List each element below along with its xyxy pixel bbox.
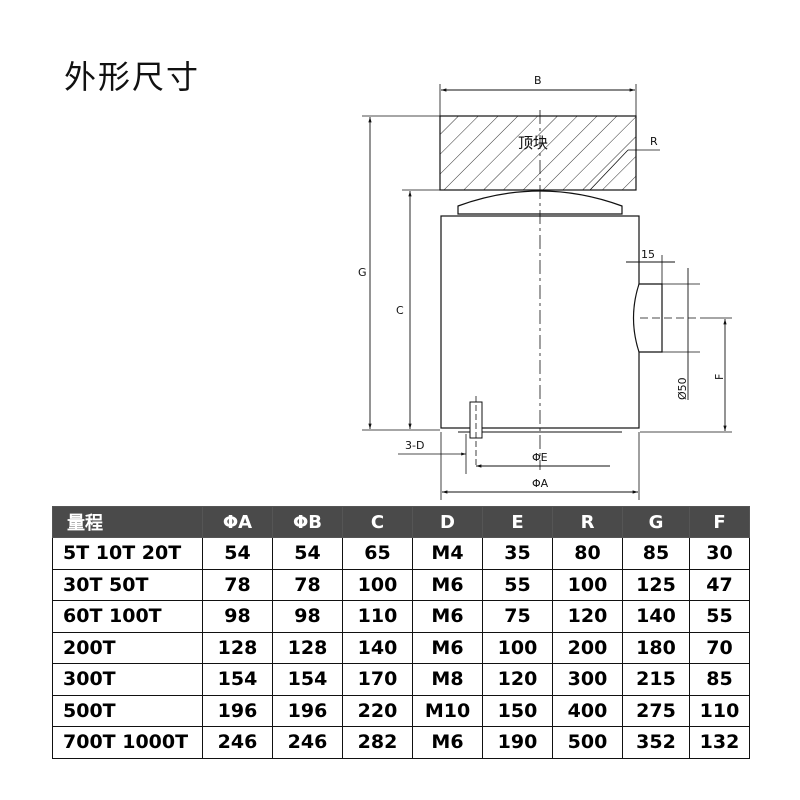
top-block	[439, 115, 637, 191]
dim-label-phia: ΦA	[532, 477, 549, 490]
cell-range: 200T	[52, 631, 203, 664]
cell-phia: 78	[202, 568, 273, 601]
header-phia: ΦA	[202, 506, 273, 538]
cell-r: 120	[552, 600, 623, 633]
cell-g: 180	[622, 631, 690, 664]
cell-phia: 196	[202, 694, 273, 727]
cell-c: 170	[342, 663, 413, 696]
cell-f: 47	[689, 568, 750, 601]
cell-phia: 154	[202, 663, 273, 696]
cell-r: 300	[552, 663, 623, 696]
cell-c: 100	[342, 568, 413, 601]
header-g: G	[622, 506, 690, 538]
table-row: 5T 10T 20T 54 54 65 M4 35 80 85 30	[52, 537, 750, 570]
dim-label-f: F	[713, 374, 726, 380]
cell-g: 352	[622, 726, 690, 759]
header-e: E	[482, 506, 553, 538]
cell-phib: 246	[272, 726, 343, 759]
cell-g: 125	[622, 568, 690, 601]
cell-phib: 196	[272, 694, 343, 727]
cell-g: 275	[622, 694, 690, 727]
cell-phia: 98	[202, 600, 273, 633]
cell-g: 85	[622, 537, 690, 570]
table-header-row: 量程 ΦA ΦB C D E R G F	[52, 506, 750, 538]
cell-range: 300T	[52, 663, 203, 696]
dim-label-15: 15	[641, 248, 655, 261]
dim-label-c: C	[396, 304, 404, 317]
table-row: 60T 100T 98 98 110 M6 75 120 140 55	[52, 600, 750, 633]
dim-label-phie: ΦE	[532, 451, 548, 464]
dimension-drawing: 顶块 B R G C 15 Ø50 F 3-D ΦE	[358, 74, 732, 500]
cell-e: 190	[482, 726, 553, 759]
cell-g: 215	[622, 663, 690, 696]
table-row: 700T 1000T 246 246 282 M6 190 500 352 13…	[52, 726, 750, 759]
dim-label-g: G	[358, 266, 367, 279]
cell-d: M6	[412, 600, 483, 633]
cell-range: 500T	[52, 694, 203, 727]
cell-phib: 78	[272, 568, 343, 601]
cell-phia: 128	[202, 631, 273, 664]
cell-range: 5T 10T 20T	[52, 537, 203, 570]
cell-phia: 54	[202, 537, 273, 570]
cell-d: M6	[412, 631, 483, 664]
cell-d: M4	[412, 537, 483, 570]
header-c: C	[342, 506, 413, 538]
cell-c: 65	[342, 537, 413, 570]
header-f: F	[689, 506, 750, 538]
table-row: 200T 128 128 140 M6 100 200 180 70	[52, 631, 750, 664]
dim-label-b: B	[534, 74, 542, 87]
cell-d: M6	[412, 726, 483, 759]
cell-c: 110	[342, 600, 413, 633]
header-range: 量程	[52, 506, 203, 538]
cell-c: 140	[342, 631, 413, 664]
dim-label-3d: 3-D	[405, 439, 424, 452]
cell-e: 75	[482, 600, 553, 633]
table-row: 500T 196 196 220 M10 150 400 275 110	[52, 694, 750, 727]
cell-f: 55	[689, 600, 750, 633]
cell-c: 282	[342, 726, 413, 759]
top-block-label: 顶块	[518, 134, 548, 152]
cell-phib: 154	[272, 663, 343, 696]
header-d: D	[412, 506, 483, 538]
cell-g: 140	[622, 600, 690, 633]
cell-f: 132	[689, 726, 750, 759]
cell-d: M10	[412, 694, 483, 727]
cell-range: 700T 1000T	[52, 726, 203, 759]
cell-e: 35	[482, 537, 553, 570]
cell-phib: 54	[272, 537, 343, 570]
header-phib: ΦB	[272, 506, 343, 538]
cell-r: 500	[552, 726, 623, 759]
cell-e: 150	[482, 694, 553, 727]
cell-d: M8	[412, 663, 483, 696]
cell-e: 120	[482, 663, 553, 696]
header-r: R	[552, 506, 623, 538]
cell-f: 85	[689, 663, 750, 696]
cell-range: 30T 50T	[52, 568, 203, 601]
cell-r: 100	[552, 568, 623, 601]
cell-f: 30	[689, 537, 750, 570]
cell-phib: 98	[272, 600, 343, 633]
cell-e: 55	[482, 568, 553, 601]
dim-label-dia50: Ø50	[676, 377, 689, 400]
dome-cap	[457, 190, 623, 215]
cell-r: 400	[552, 694, 623, 727]
cell-phia: 246	[202, 726, 273, 759]
cell-range: 60T 100T	[52, 600, 203, 633]
spec-table: 量程 ΦA ΦB C D E R G F 5T 10T 20T 54 54 65…	[52, 506, 750, 759]
cell-f: 70	[689, 631, 750, 664]
page-title: 外形尺寸	[64, 58, 201, 96]
table-row: 300T 154 154 170 M8 120 300 215 85	[52, 663, 750, 696]
cell-e: 100	[482, 631, 553, 664]
cell-d: M6	[412, 568, 483, 601]
cell-r: 80	[552, 537, 623, 570]
cell-c: 220	[342, 694, 413, 727]
leader-r	[589, 149, 629, 191]
cell-phib: 128	[272, 631, 343, 664]
dim-label-r: R	[650, 135, 658, 148]
cell-r: 200	[552, 631, 623, 664]
table-row: 30T 50T 78 78 100 M6 55 100 125 47	[52, 568, 750, 601]
cell-f: 110	[689, 694, 750, 727]
